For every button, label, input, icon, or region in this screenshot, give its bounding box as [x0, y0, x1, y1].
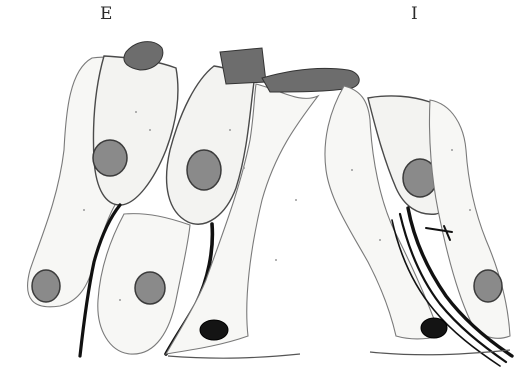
nucleus-4	[135, 272, 165, 304]
nucleus-2	[93, 140, 127, 176]
columnar-cell-1	[93, 56, 177, 205]
basal-nucleus-2	[421, 318, 447, 338]
nucleus-1	[32, 270, 60, 302]
basal-nucleus-1	[200, 320, 228, 340]
base-line-left	[168, 354, 300, 358]
nucleus-6	[474, 270, 502, 302]
supporting-cell-right	[429, 100, 510, 338]
nucleus-3	[187, 150, 221, 190]
apical-cap-2	[220, 48, 266, 84]
